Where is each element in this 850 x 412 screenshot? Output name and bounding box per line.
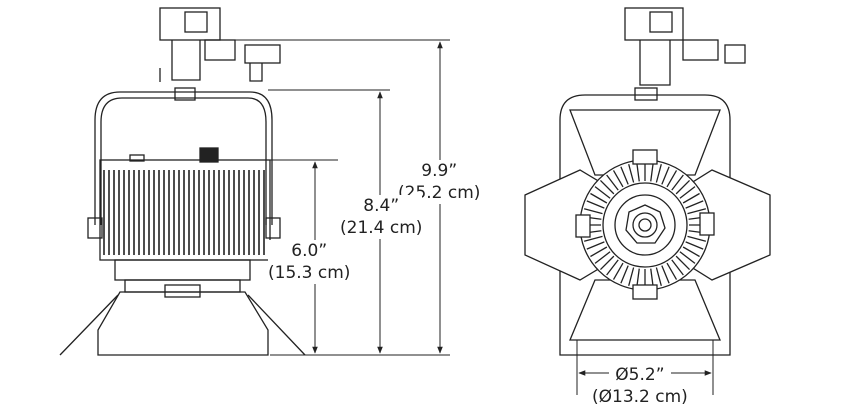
dimension-value-cm: (Ø13.2 cm) — [592, 387, 688, 407]
front-fin — [671, 259, 684, 276]
front-fin — [682, 192, 700, 204]
front-fin — [687, 235, 707, 242]
front-fin — [666, 262, 678, 280]
yoke — [94, 91, 273, 225]
front-fin — [636, 162, 640, 182]
dimension-value-in: 6.0” — [291, 241, 328, 261]
front-fin — [586, 241, 605, 250]
front-fin — [661, 166, 670, 185]
dimension-value-in: 8.4” — [363, 196, 400, 216]
front-fin — [628, 267, 635, 287]
front-fin — [650, 162, 654, 182]
front-fin — [655, 163, 662, 183]
front-fin — [583, 208, 603, 215]
front-fin — [679, 186, 696, 199]
front-fin — [685, 200, 704, 209]
front-housing — [559, 94, 731, 356]
front-fin — [606, 259, 619, 276]
front-fin — [599, 179, 615, 195]
dimension-value-cm: (21.4 cm) — [340, 218, 423, 238]
dimension-value-in: Ø5.2” — [609, 364, 671, 386]
front-fin — [685, 241, 704, 250]
front-fin — [612, 170, 624, 188]
front-fin — [687, 208, 707, 215]
front-fin — [599, 255, 615, 271]
dimension-body-height: 6.0” (15.3 cm) — [268, 240, 351, 284]
reflector — [97, 291, 269, 356]
dimension-value-in: 9.9” — [421, 161, 458, 181]
heat-sink-body — [87, 147, 281, 261]
front-fin — [620, 166, 629, 185]
front-view — [524, 7, 771, 356]
side-view — [59, 7, 306, 356]
front-fin — [594, 186, 611, 199]
dimension-value-cm: (15.3 cm) — [268, 263, 351, 283]
front-fin — [628, 163, 635, 183]
dimension-yoke-height: 8.4” (21.4 cm) — [340, 195, 423, 239]
front-fin — [682, 246, 700, 258]
front-fin — [594, 251, 611, 264]
front-fin — [636, 268, 640, 288]
front-fin — [590, 192, 608, 204]
front-fin — [612, 262, 624, 280]
front-fin — [650, 268, 654, 288]
dimension-lens-diameter: Ø5.2” (Ø13.2 cm) — [592, 364, 688, 408]
front-fin — [606, 174, 619, 191]
front-fin — [671, 174, 684, 191]
barn-door-wire-right — [247, 294, 306, 356]
front-fin — [620, 265, 629, 284]
front-fin — [675, 255, 691, 271]
barn-door-wire-left — [59, 294, 119, 356]
front-fin — [586, 200, 605, 209]
barn-door-top — [569, 109, 721, 176]
front-fin — [675, 179, 691, 195]
front-fin — [679, 251, 696, 264]
track-adapter — [159, 7, 281, 101]
front-fin — [661, 265, 670, 284]
front-fin — [655, 267, 662, 287]
front-fin — [583, 235, 603, 242]
front-fin — [590, 246, 608, 258]
front-fin — [666, 170, 678, 188]
track-adapter-front — [624, 7, 746, 101]
